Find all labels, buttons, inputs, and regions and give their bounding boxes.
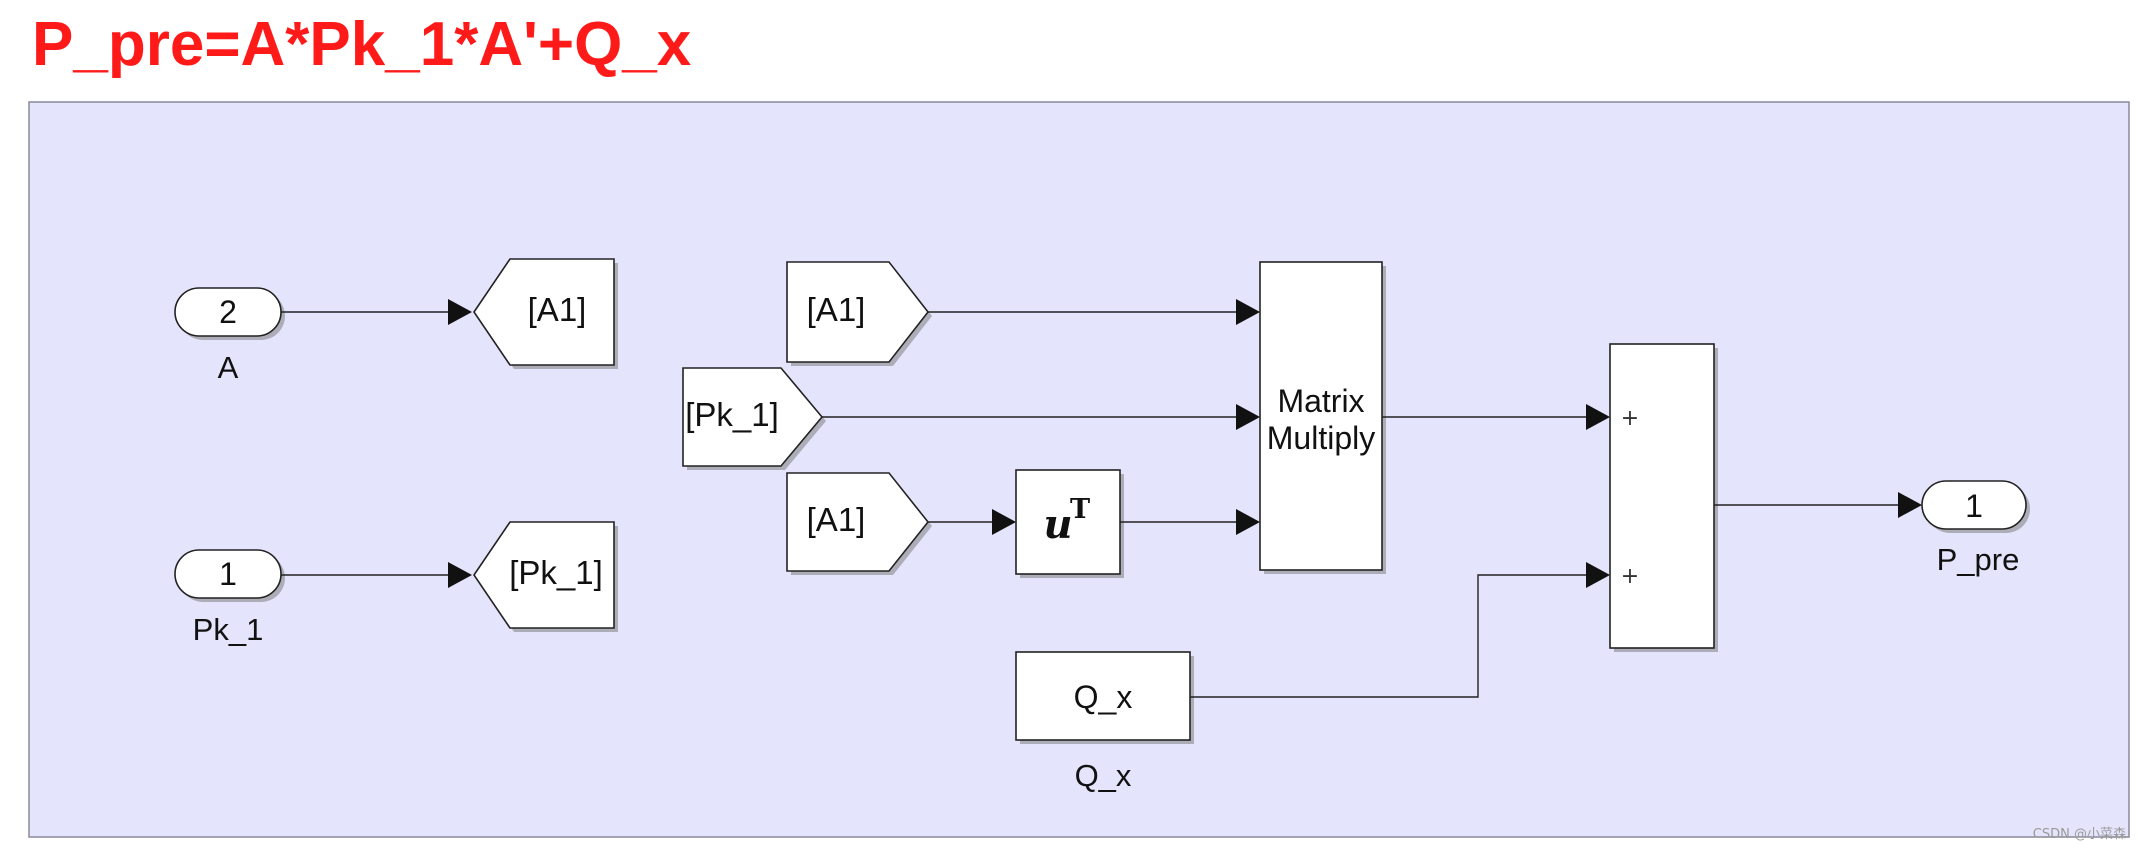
goto-a1[interactable]: [A1] xyxy=(473,258,618,369)
outport-ppre[interactable]: 1 xyxy=(1921,480,2030,533)
inport-pk1[interactable]: 1 xyxy=(174,549,285,602)
arrow-head xyxy=(448,562,472,588)
transpose-base: u xyxy=(1043,501,1072,548)
matrix-multiply-line1: Matrix xyxy=(1277,383,1364,419)
outport-number: 1 xyxy=(1965,488,1983,524)
sum-sign-1: + xyxy=(1621,406,1639,431)
from-a1-bottom-text: [A1] xyxy=(807,501,866,538)
constant-qx-text: Q_x xyxy=(1074,679,1133,715)
transpose-sup: T xyxy=(1070,494,1090,525)
matrix-multiply-line2: Multiply xyxy=(1267,420,1375,456)
outport-label: P_pre xyxy=(1937,542,2020,577)
sum-sign-2: + xyxy=(1621,564,1639,589)
transpose-block[interactable]: u T xyxy=(1015,469,1124,578)
watermark: CSDN @小菜森 xyxy=(2032,827,2126,842)
arrow-head xyxy=(1898,492,1922,518)
arrow-head xyxy=(1236,509,1260,535)
from-a1-top-text: [A1] xyxy=(807,291,866,328)
arrow-head xyxy=(1236,299,1260,325)
inport-a-number: 2 xyxy=(219,294,237,330)
goto-a1-text: [A1] xyxy=(528,291,587,328)
from-a1-top[interactable]: [A1] xyxy=(786,261,932,366)
goto-pk1[interactable]: [Pk_1] xyxy=(473,521,618,632)
constant-qx-block[interactable]: Q_x xyxy=(1015,651,1194,744)
arrow-head xyxy=(1236,404,1260,430)
inport-a-label: A xyxy=(218,350,239,385)
inport-a[interactable]: 2 xyxy=(174,287,285,340)
inport-pk1-number: 1 xyxy=(219,556,237,592)
arrow-head xyxy=(1586,404,1610,430)
from-a1-bottom[interactable]: [A1] xyxy=(786,472,932,575)
arrow-head xyxy=(448,299,472,325)
inport-pk1-label: Pk_1 xyxy=(193,612,264,647)
goto-pk1-text: [Pk_1] xyxy=(509,554,603,591)
from-pk1[interactable]: [Pk_1] xyxy=(682,367,826,470)
constant-qx-label: Q_x xyxy=(1075,758,1132,793)
matrix-multiply-block[interactable]: Matrix Multiply xyxy=(1259,261,1386,574)
arrow-head xyxy=(992,509,1016,535)
wire-qx-to-sum xyxy=(1190,574,1586,698)
diagram-title: P_pre=A*Pk_1*A'+Q_x xyxy=(32,10,692,79)
sum-block[interactable]: + + xyxy=(1609,343,1718,652)
arrow-head xyxy=(1586,562,1610,588)
from-pk1-text: [Pk_1] xyxy=(685,396,779,433)
